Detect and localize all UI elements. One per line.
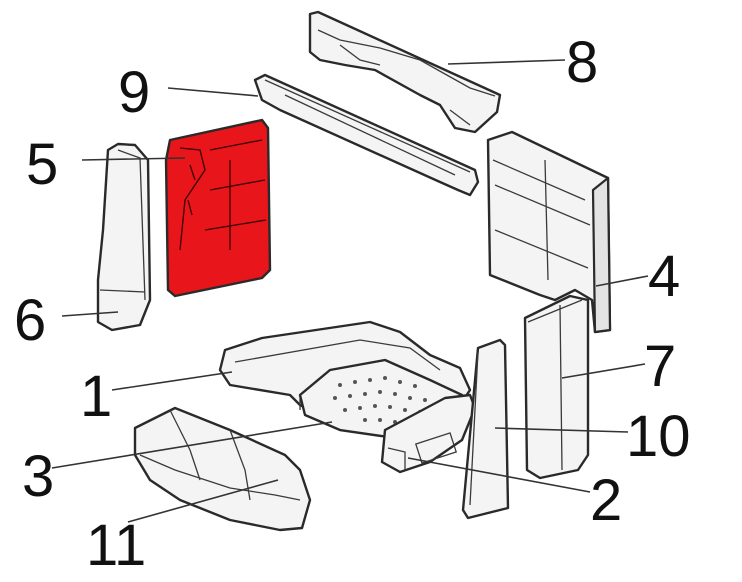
leader-8: [447, 59, 566, 65]
callout-6: 6: [14, 288, 46, 353]
part-9-deflector-bar[interactable]: [253, 73, 480, 197]
leader-10: [494, 427, 629, 433]
callout-2: 2: [590, 468, 622, 533]
part-8-top-baffle[interactable]: [308, 10, 502, 134]
callout-7: 7: [644, 334, 676, 399]
callout-1: 1: [80, 364, 112, 429]
callout-3: 3: [22, 444, 54, 509]
part-11-front-lip[interactable]: [133, 406, 312, 532]
leader-lines: [51, 59, 649, 523]
part-2-front-block[interactable]: [380, 393, 477, 474]
leader-7: [561, 363, 646, 379]
leader-3: [51, 421, 333, 469]
part-5-highlighted-brick[interactable]: [164, 118, 272, 298]
callout-10: 10: [626, 404, 691, 469]
leader-6: [61, 311, 119, 317]
callout-8: 8: [566, 30, 598, 95]
leader-11: [127, 479, 279, 523]
part-6-left-side-brick[interactable]: [96, 142, 152, 332]
part-7-right-tall-brick[interactable]: [523, 294, 590, 480]
part-10-front-slab[interactable]: [461, 338, 510, 520]
leader-2: [407, 457, 591, 493]
leader-4: [595, 275, 649, 287]
callout-4: 4: [648, 244, 680, 309]
callout-5: 5: [26, 132, 58, 197]
callout-11: 11: [86, 513, 146, 578]
callout-labels: 8 9 5 6 4 7 1 10 3 2 11: [14, 30, 691, 578]
leader-9: [167, 87, 259, 97]
leader-5: [81, 157, 186, 161]
part-4-right-rear-brick[interactable]: [486, 130, 612, 334]
leader-1: [111, 371, 233, 391]
callout-9: 9: [118, 60, 150, 125]
